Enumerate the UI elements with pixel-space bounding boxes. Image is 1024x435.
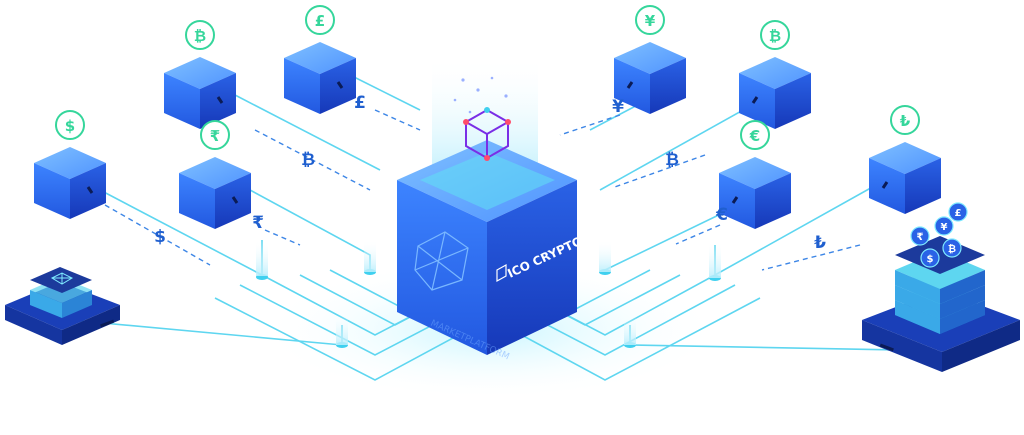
currency-nodes: $ ₿ £ ₹ ¥ ₿ € ₺ [34, 5, 941, 229]
node-rupee: ₹ [179, 120, 251, 229]
transfer-symbol-rupee: ₹ [252, 213, 264, 233]
server-stack [895, 236, 985, 334]
node-pound: £ [284, 5, 356, 114]
coin-icon-bitcoin-right-top: ₿ [760, 20, 790, 50]
coin-icon-euro: € [740, 120, 770, 150]
coin-icon-lira: ₺ [890, 105, 920, 135]
transfer-symbol-dollar: $ [154, 227, 166, 247]
line-pound [349, 74, 421, 111]
coin-icon-pound: £ [305, 5, 335, 35]
coin-symbol: $ [65, 117, 75, 135]
right-server: ₹ ¥ £ $ ₿ [862, 202, 1020, 372]
node-lira: ₺ [869, 105, 941, 214]
transfer-symbol-yen: ¥ [612, 97, 624, 117]
left-server [5, 267, 120, 345]
slot-icon [751, 96, 759, 104]
server-coin-symbol: ₿ [948, 243, 956, 255]
slot-icon [336, 81, 344, 89]
coin-icon-yen: ¥ [635, 5, 665, 35]
coin-symbol: ₺ [900, 112, 911, 130]
server-coin-icon: ₹ [910, 226, 930, 246]
server-coin-symbol: £ [955, 208, 962, 219]
coin-icon-dollar: $ [55, 110, 85, 140]
slot-icon [626, 81, 634, 89]
network-face-icon [414, 231, 469, 291]
server-coin-icon: $ [920, 248, 940, 268]
coin-icon-bitcoin-left-top: ₿ [185, 20, 215, 50]
coin-symbol: € [749, 127, 760, 145]
server-coin-icon: ¥ [934, 216, 954, 236]
server-coins: ₹ ¥ £ $ ₿ [910, 202, 968, 268]
transfer-symbol-euro: € [715, 205, 728, 225]
server-coin-symbol: $ [927, 254, 934, 265]
coin-symbol: ₹ [210, 127, 220, 145]
node-bitcoin-left-top: ₿ [164, 20, 236, 129]
transfer-symbol-bitcoin-left-top: ₿ [301, 150, 315, 170]
transfer-symbol-pound: £ [354, 93, 366, 113]
slot-icon [881, 181, 889, 189]
node-yen: ¥ [614, 5, 686, 114]
flow-arrows [104, 109, 861, 271]
coin-symbol: ₿ [769, 27, 781, 45]
node-bitcoin-right-top: ₿ [739, 20, 811, 129]
node-euro: € [719, 120, 791, 229]
slot-icon [231, 196, 239, 204]
junction-beams [256, 240, 721, 345]
line-left-server [69, 319, 343, 346]
slot-icon [86, 186, 94, 194]
coin-icon-rupee: ₹ [200, 120, 230, 150]
node-dollar: $ [34, 110, 106, 219]
slot-icon [731, 196, 739, 204]
particles [453, 76, 508, 114]
server-coin-icon: £ [948, 202, 968, 222]
coin-symbol: £ [315, 12, 325, 30]
slot-icon [216, 96, 224, 104]
server-coin-symbol: ¥ [941, 222, 948, 233]
line-btc-left [234, 94, 381, 171]
transfer-symbols: $ ₿ £ ₹ ¥ ₿ € ₺ [154, 93, 826, 253]
transfer-symbol-bitcoin-right-top: ₿ [665, 150, 679, 170]
crypto-hexagon-icon [463, 107, 511, 161]
transfer-symbol-lira: ₺ [814, 233, 826, 253]
ico-logo-icon [496, 263, 507, 283]
coin-symbol: ¥ [645, 12, 656, 30]
server-network-icon [50, 272, 74, 285]
coin-symbol: ₿ [194, 27, 206, 45]
server-coin-icon: ₿ [942, 238, 962, 258]
server-coin-symbol: ₹ [917, 232, 924, 243]
line-right-server [629, 344, 901, 351]
